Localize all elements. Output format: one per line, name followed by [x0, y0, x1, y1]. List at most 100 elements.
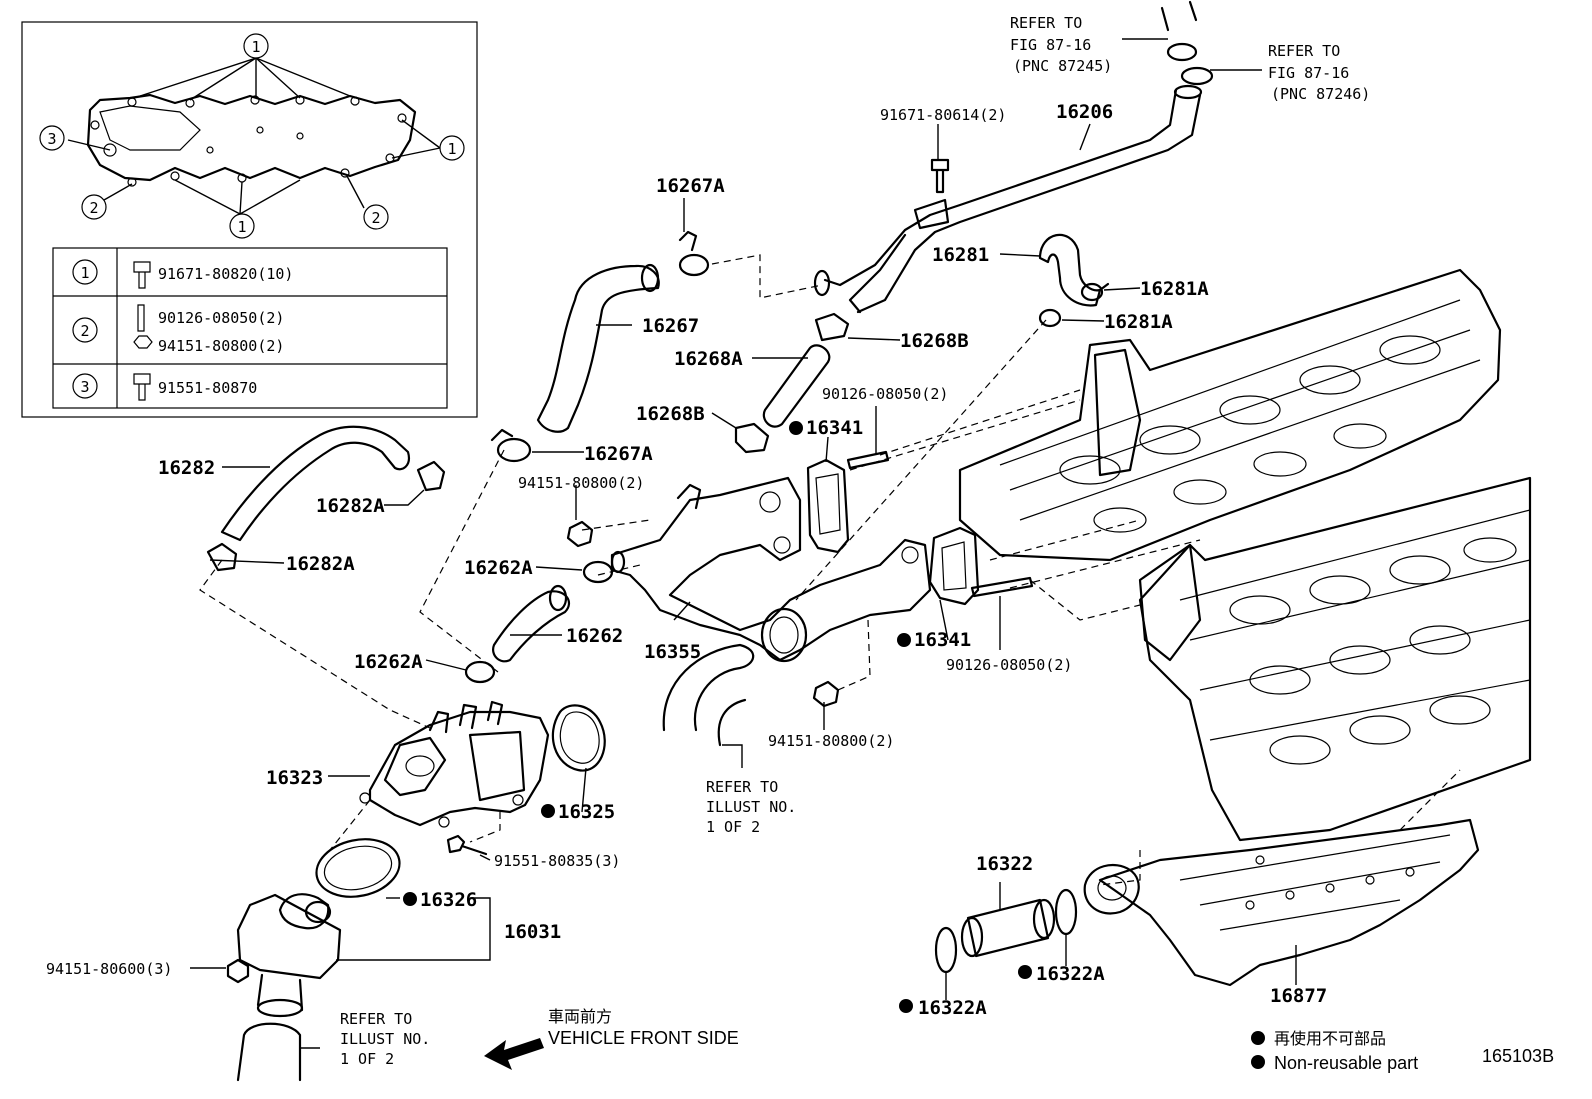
svg-text:FIG 87-16: FIG 87-16: [1268, 64, 1349, 82]
label-16268A: 16268A: [674, 348, 743, 370]
svg-text:91671-80820(10): 91671-80820(10): [158, 265, 293, 283]
label-16322A-right: 16322A: [1036, 963, 1105, 985]
referenced-pipe-bottom: [236, 1022, 302, 1082]
label-16267A-top: 16267A: [656, 175, 725, 197]
hose-16262: [492, 590, 571, 663]
svg-text:3: 3: [47, 130, 56, 148]
label-94151-80800-lower: 94151-80800(2): [768, 732, 894, 750]
svg-text:1: 1: [447, 140, 456, 158]
label-16355: 16355: [644, 641, 701, 663]
water-outlet-16355: [610, 476, 932, 663]
cylinder-head-lower: [1138, 476, 1532, 842]
reference-illust-bottom: REFER TO ILLUST NO. 1 OF 2: [340, 1010, 430, 1068]
gasket-16341-lower: [928, 526, 980, 606]
svg-text:1 OF 2: 1 OF 2: [706, 818, 760, 836]
label-16322A-left: 16322A: [918, 997, 987, 1019]
nut-94151-80600: [226, 958, 250, 984]
label-16262: 16262: [566, 625, 623, 647]
label-90126-08050-upper: 90126-08050(2): [822, 385, 948, 403]
stud-90126-08050-upper: [846, 450, 890, 470]
svg-text:3: 3: [80, 378, 89, 396]
label-16281A-upper: 16281A: [1140, 278, 1209, 300]
label-16282A-lower: 16282A: [286, 553, 355, 575]
label-16267A-mid: 16267A: [584, 443, 653, 465]
callout-1-right: 1: [439, 135, 465, 161]
label-91551-80835: 91551-80835(3): [494, 852, 620, 870]
thermostat-assembly-16031: [236, 893, 342, 1018]
label-16322: 16322: [976, 853, 1033, 875]
label-16281: 16281: [932, 244, 989, 266]
label-90126-08050-lower: 90126-08050(2): [946, 656, 1072, 674]
label-16325: 16325: [558, 801, 615, 823]
clamp-16268B-lower: [734, 422, 770, 454]
cylinder-head-gasket-drawing: [86, 93, 417, 182]
clamp-16267A-lower: [490, 428, 532, 463]
label-16262A-lower: 16262A: [354, 651, 423, 673]
svg-text:94151-80800(2): 94151-80800(2): [158, 337, 284, 355]
nut-icon: [133, 335, 153, 349]
o-ring-16322A-left: [934, 926, 958, 974]
svg-text:1: 1: [237, 218, 246, 236]
inset-panel: 1 1 1 3 2 2 1 91671-80820(10) 2 90126-08…: [21, 21, 478, 418]
label-16267: 16267: [642, 315, 699, 337]
label-16341-lower: 16341: [914, 629, 971, 651]
key-row-1: 1 91671-80820(10): [72, 259, 293, 289]
svg-text:90126-08050(2): 90126-08050(2): [158, 309, 284, 327]
label-16268B-right: 16268B: [900, 330, 969, 352]
o-ring-16322A-right: [1054, 888, 1078, 936]
gasket-16326: [315, 838, 401, 898]
hose-16267: [536, 264, 660, 433]
nut-94151-80800-lower: [812, 680, 840, 708]
legend-en: Non-reusable part: [1274, 1053, 1418, 1073]
clamp-16262A-upper: [582, 560, 614, 584]
svg-text:1: 1: [80, 264, 89, 282]
bolt-91671-80614: [930, 158, 950, 194]
label-16206: 16206: [1056, 101, 1113, 123]
clamp-16281A-lower: [1038, 308, 1062, 328]
label-91671-80614: 91671-80614(2): [880, 106, 1006, 124]
cylinder-head-upper: [958, 268, 1502, 562]
flange-bolt-icon: [133, 261, 151, 289]
illustration-code: 165103B: [1482, 1046, 1554, 1066]
svg-text:REFER TO: REFER TO: [1268, 42, 1340, 60]
label-16262A-upper: 16262A: [464, 557, 533, 579]
clamp-16282A-lower: [206, 542, 238, 572]
label-16268B-left: 16268B: [636, 403, 705, 425]
non-reusable-marks: [403, 421, 1032, 1013]
callout-3: 3: [39, 125, 65, 151]
callout-2-right: 2: [363, 204, 389, 230]
referenced-hose-mid: [662, 643, 755, 747]
clamp-16262A-lower: [464, 660, 496, 684]
label-16341-upper: 16341: [806, 417, 863, 439]
svg-text:REFER TO: REFER TO: [706, 778, 778, 796]
water-pipe-16322: [960, 898, 1056, 958]
stud-bolt-icon: [137, 304, 145, 332]
front-label-jp: 車両前方: [548, 1007, 612, 1026]
label-16281A-lower: 16281A: [1104, 311, 1173, 333]
label-16282A-upper: 16282A: [316, 495, 385, 517]
gasket-16325: [551, 704, 606, 772]
inset-key-table: 1 91671-80820(10) 2 90126-08050(2) 94151…: [52, 247, 448, 409]
clamp-16268B-upper: [814, 312, 850, 342]
hose-16281: [1038, 233, 1102, 307]
water-bypass-pipe-16206: [813, 0, 1214, 314]
clamp-16282A-upper: [416, 460, 446, 492]
nut-94151-80800-upper: [566, 520, 594, 548]
svg-text:2: 2: [89, 199, 98, 217]
svg-text:(PNC 87245): (PNC 87245): [1013, 57, 1112, 75]
reference-illust-mid: REFER TO ILLUST NO. 1 OF 2: [706, 778, 796, 836]
svg-text:2: 2: [80, 322, 89, 340]
svg-text:1: 1: [251, 38, 260, 56]
key-row-3: 3 91551-80870: [72, 373, 257, 401]
callout-2-left: 2: [81, 194, 107, 220]
svg-text:ILLUST NO.: ILLUST NO.: [340, 1030, 430, 1048]
callout-1-top: 1: [243, 33, 269, 59]
svg-text:REFER TO: REFER TO: [1010, 14, 1082, 32]
label-16326: 16326: [420, 889, 477, 911]
svg-text:REFER TO: REFER TO: [340, 1010, 412, 1028]
reference-fig87-16-pnc87245: REFER TO FIG 87-16 (PNC 87245): [1010, 14, 1112, 75]
front-label-en: VEHICLE FRONT SIDE: [548, 1028, 739, 1048]
hose-16282: [220, 425, 410, 542]
water-inlet-housing-16323: [359, 700, 550, 828]
